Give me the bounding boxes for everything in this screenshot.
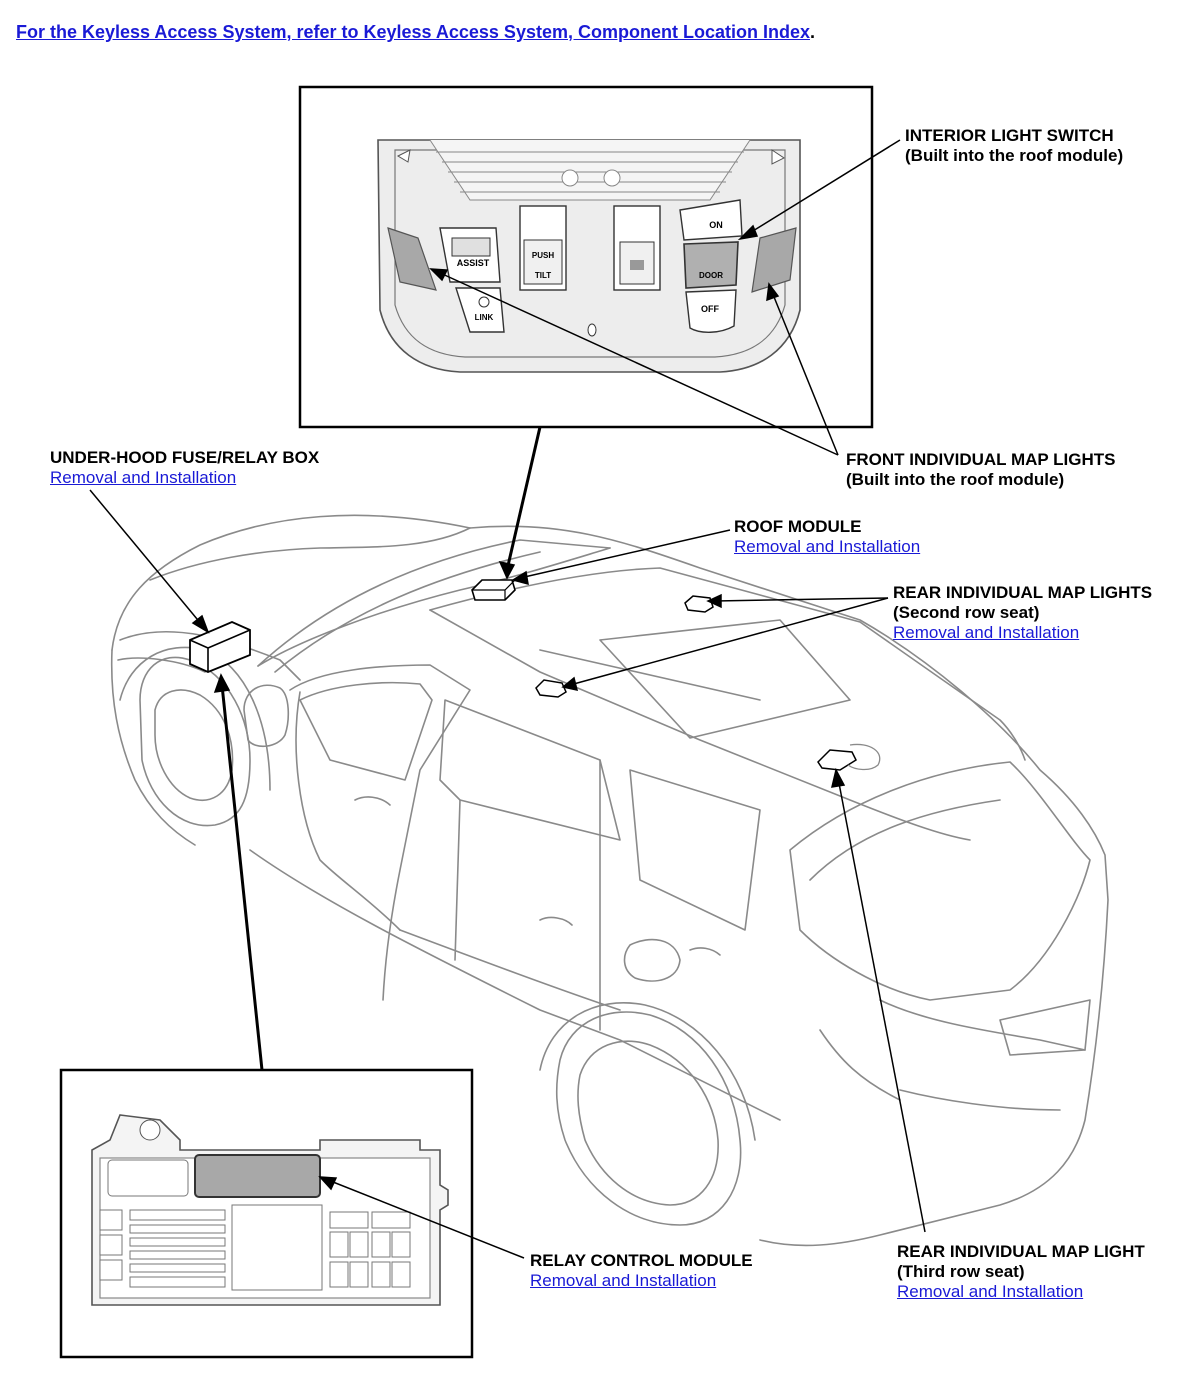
relay-control-module-link[interactable]: Removal and Installation xyxy=(530,1271,717,1290)
fuse-slots xyxy=(99,1159,411,1291)
rear-map-lights-second-title: REAR INDIVIDUAL MAP LIGHTS xyxy=(893,583,1153,602)
tilt-label: TILT xyxy=(535,271,551,280)
fuse-relay-box-inset xyxy=(59,1068,474,1359)
roof-module-on-car xyxy=(471,579,516,601)
front-map-light-right-lens xyxy=(751,227,797,293)
interior-light-switch-title: INTERIOR LIGHT SWITCH xyxy=(905,126,1114,145)
center-sunshade-button xyxy=(613,205,661,291)
rear-map-light-right-on-car xyxy=(684,595,714,613)
push-tilt-button: PUSH TILT xyxy=(519,205,567,291)
rear-map-lights-second-label: REAR INDIVIDUAL MAP LIGHTS (Second row s… xyxy=(893,583,1152,643)
assist-button: ASSIST xyxy=(439,227,501,283)
interior-light-switch-subtitle: (Built into the roof module) xyxy=(905,146,1124,165)
corner-marker-right xyxy=(771,149,785,165)
push-label: PUSH xyxy=(532,251,554,260)
front-map-lights-title: FRONT INDIVIDUAL MAP LIGHTS xyxy=(846,450,1116,469)
keyless-access-reference: For the Keyless Access System, refer to … xyxy=(16,22,815,43)
relay-control-module xyxy=(194,1154,321,1198)
rear-map-light-third-row-on-car xyxy=(817,743,881,771)
assist-label: ASSIST xyxy=(457,258,490,268)
vehicle-illustration xyxy=(110,514,1109,1247)
rear-map-lights-second-subtitle: (Second row seat) xyxy=(893,603,1040,622)
front-map-lights-subtitle: (Built into the roof module) xyxy=(846,470,1065,489)
under-hood-box-link[interactable]: Removal and Installation xyxy=(50,468,237,487)
interior-light-switch: ON DOOR OFF xyxy=(679,199,743,333)
rear-map-light-third-title: REAR INDIVIDUAL MAP LIGHT xyxy=(897,1242,1145,1261)
under-hood-box-title: UNDER-HOOD FUSE/RELAY BOX xyxy=(50,448,320,467)
under-hood-box-label: UNDER-HOOD FUSE/RELAY BOX Removal and In… xyxy=(50,448,319,488)
rear-map-light-third-label: REAR INDIVIDUAL MAP LIGHT (Third row sea… xyxy=(897,1242,1145,1302)
under-hood-fuse-box-on-car xyxy=(189,621,251,673)
link-button: LINK xyxy=(455,287,505,333)
link-period: . xyxy=(809,22,815,42)
roof-module-title: ROOF MODULE xyxy=(734,517,862,536)
vent-grille xyxy=(429,139,751,201)
on-label: ON xyxy=(709,220,723,230)
rear-map-light-third-link[interactable]: Removal and Installation xyxy=(897,1282,1084,1301)
rear-map-light-left-on-car xyxy=(535,679,567,698)
front-map-lights-label: FRONT INDIVIDUAL MAP LIGHTS (Built into … xyxy=(846,450,1116,490)
corner-marker-left xyxy=(396,149,411,163)
microphone xyxy=(587,323,597,337)
link-label: LINK xyxy=(475,313,494,322)
roof-module-inset: ASSIST LINK PUSH TILT ON DOOR OFF xyxy=(298,85,874,429)
roof-module-label: ROOF MODULE Removal and Installation xyxy=(734,517,920,557)
interior-light-switch-label: INTERIOR LIGHT SWITCH (Built into the ro… xyxy=(905,126,1123,166)
front-map-light-left-lens xyxy=(387,227,437,291)
relay-control-module-title: RELAY CONTROL MODULE xyxy=(530,1251,753,1270)
rear-map-light-third-subtitle: (Third row seat) xyxy=(897,1262,1025,1281)
keyless-access-link[interactable]: For the Keyless Access System, refer to … xyxy=(16,22,810,42)
rear-map-lights-second-link[interactable]: Removal and Installation xyxy=(893,623,1080,642)
leader-lines xyxy=(89,139,926,1259)
off-label: OFF xyxy=(701,304,719,314)
roof-module-link[interactable]: Removal and Installation xyxy=(734,537,921,556)
relay-control-module-label: RELAY CONTROL MODULE Removal and Install… xyxy=(530,1251,753,1291)
door-label: DOOR xyxy=(699,271,723,280)
